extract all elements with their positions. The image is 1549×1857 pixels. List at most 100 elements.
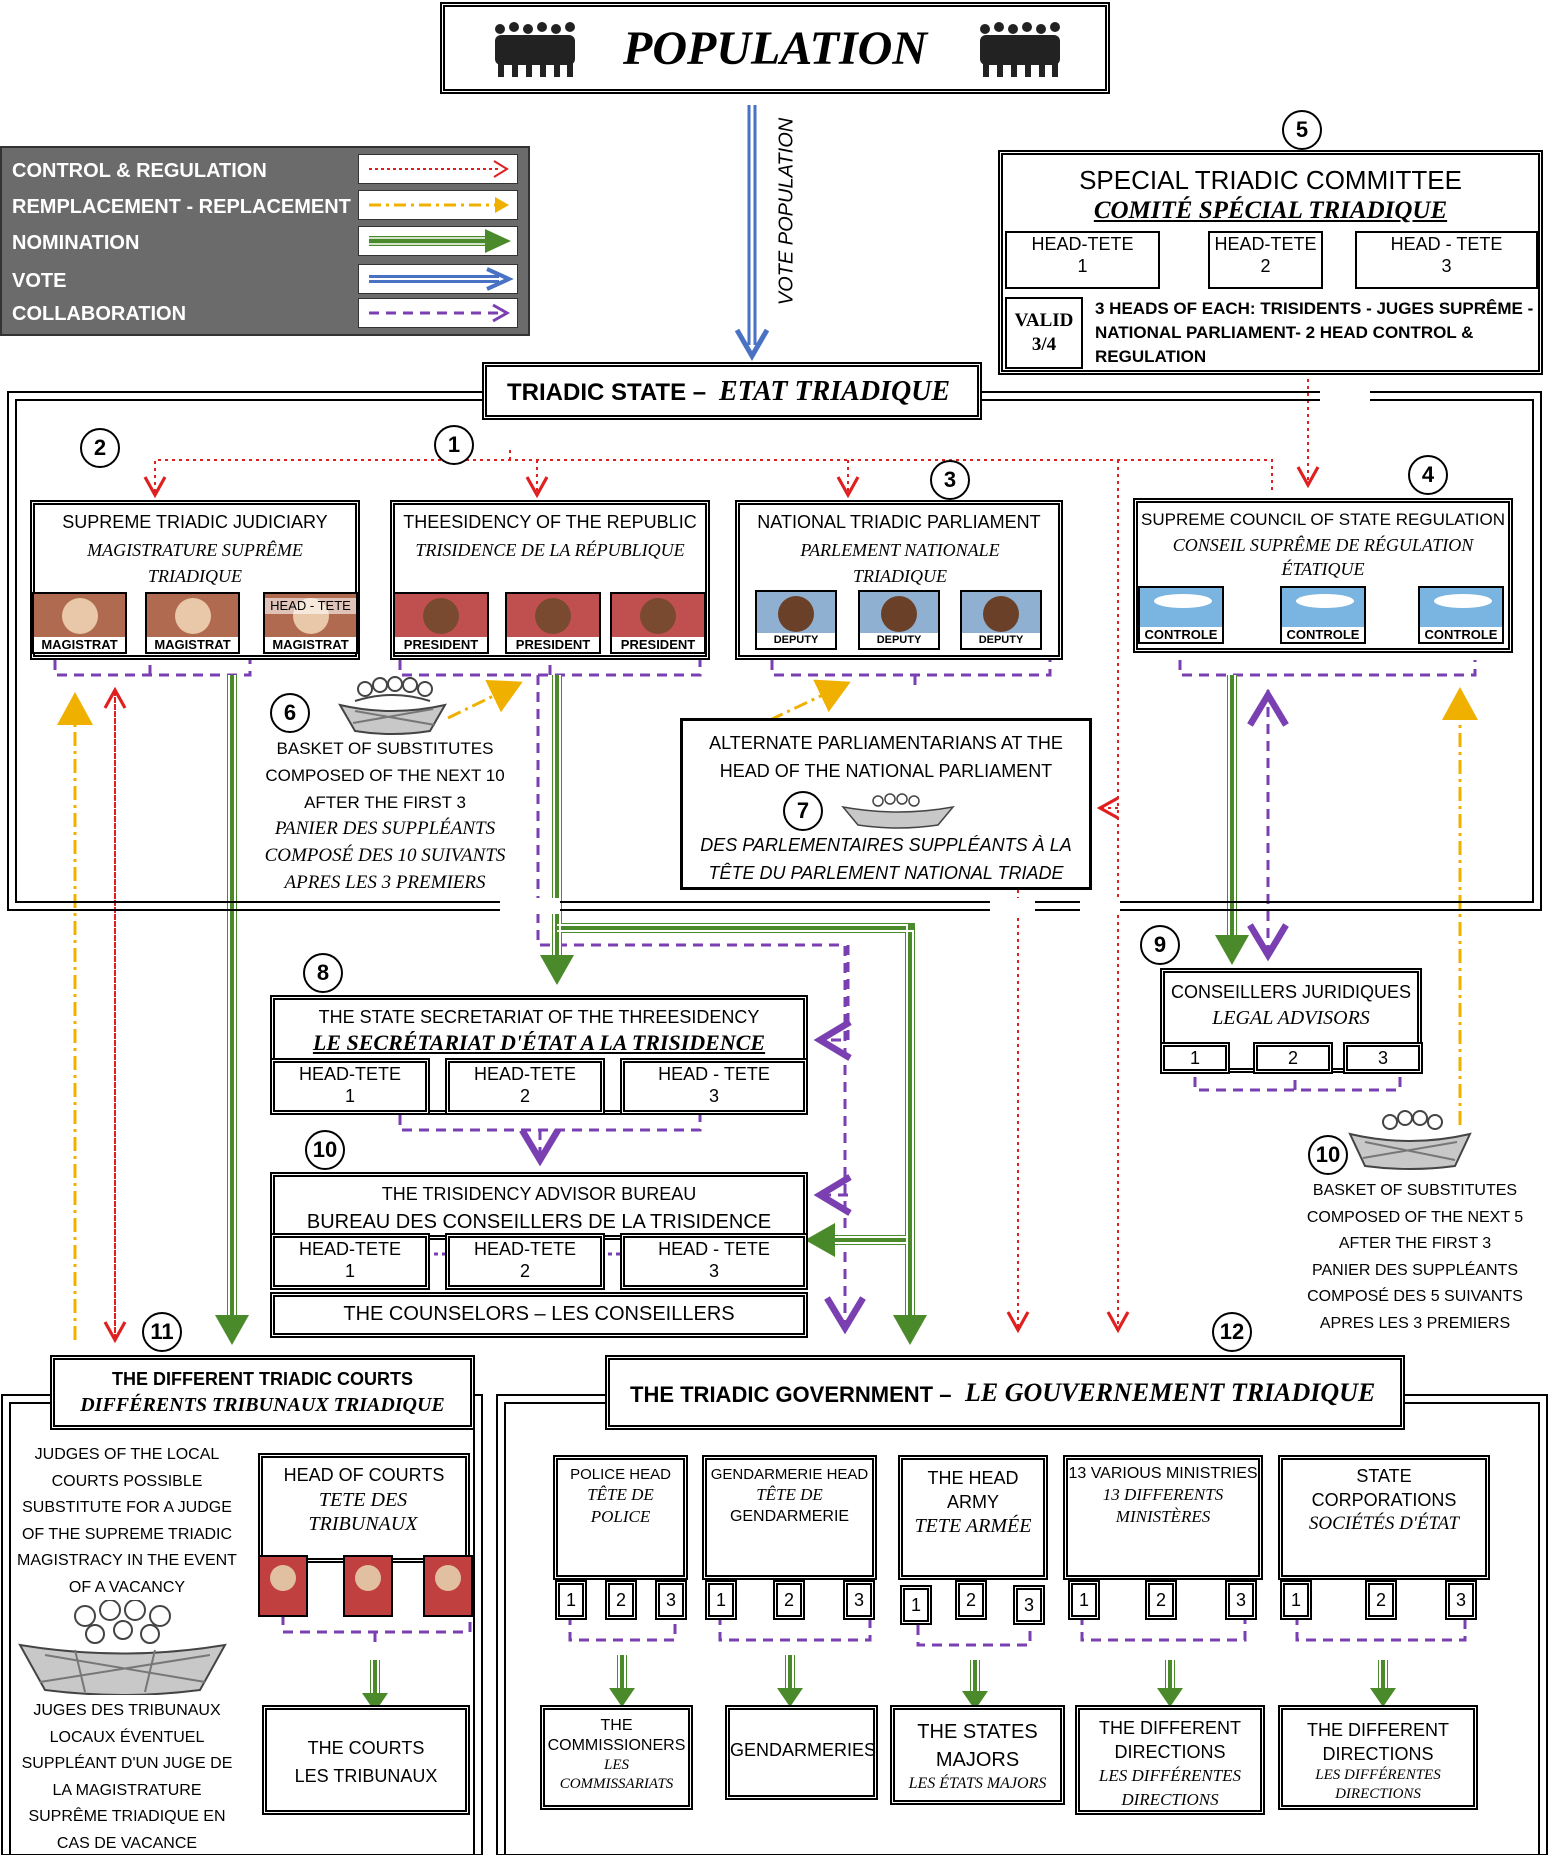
alternates-line: ALTERNATE PARLIAMENTARIANS AT THE [683, 729, 1089, 757]
output-line: THE STATES [895, 1718, 1060, 1746]
legend-swatch-control [358, 154, 518, 184]
advisor-bureau: THE TRISIDENCY ADVISOR BUREAU BUREAU DES… [270, 1172, 808, 1240]
basket-line: APRES LES 3 PREMIERS [1290, 1311, 1540, 1338]
text-line: OF THE SUPREME TRIADIC [12, 1522, 242, 1549]
unit-slot: 1 [555, 1580, 587, 1620]
head-number: 1 [1007, 255, 1158, 277]
parliament-title-fr: PARLEMENT NATIONALE TRIADIQUE [760, 537, 1040, 589]
unit-slot: 1 [1068, 1580, 1100, 1620]
controle-photo: CONTROLE [1418, 586, 1504, 644]
head-of-courts: HEAD OF COURTS TETE DES TRIBUNAUX [258, 1453, 470, 1563]
president-photo: PRESIDENT [393, 592, 489, 654]
output-line: DIRECTIONS [1283, 1742, 1473, 1766]
gendarmerie-head: GENDARMERIE HEAD TÊTE DE GENDARMERIE [702, 1455, 877, 1580]
president-label: PRESIDENT [507, 637, 599, 652]
text-line: COURTS POSSIBLE [12, 1469, 242, 1496]
text-line: JUDGES OF THE LOCAL [12, 1442, 242, 1469]
text-line: CAS DE VACANCE [12, 1831, 242, 1857]
output-line: MAJORS [895, 1746, 1060, 1774]
commissioners-box: THE COMMISSIONERS LES COMMISSARIATS [540, 1705, 693, 1810]
output-line: DIRECTIONS [1080, 1788, 1260, 1812]
basket-icon [1345, 1108, 1475, 1170]
head-number: 3 [625, 1085, 803, 1107]
presidency-title-fr: TRISIDENCE DE LA RÉPUBLIQUE [415, 537, 685, 563]
basket6-en: BASKET OF SUBSTITUTES COMPOSED OF THE NE… [240, 735, 530, 816]
unit-title-fr: POLICE [558, 1506, 683, 1528]
government-title-en: THE TRIADIC GOVERNMENT – [630, 1382, 951, 1408]
alternates-line: HEAD OF THE NATIONAL PARLIAMENT [683, 757, 1089, 785]
states-majors-box: THE STATES MAJORS LES ÉTATS MAJORS [890, 1705, 1065, 1805]
basket-line: APRES LES 3 PREMIERS [240, 869, 530, 896]
courts-title-fr: DIFFÉRENTS TRIBUNAUX TRIADIQUE [55, 1394, 470, 1417]
secretariat-title-fr: LE SECRÉTARIAT D'ÉTAT A LA TRISIDENCE [275, 1030, 803, 1056]
basket-line: COMPOSED OF THE NEXT 5 [1290, 1205, 1540, 1232]
text-line: SUPPLÉANT D'UN JUGE DE [12, 1751, 242, 1778]
unit-title-en: STATE CORPORATIONS [1283, 1464, 1485, 1512]
government-title-fr: LE GOUVERNEMENT TRIADIQUE [965, 1378, 1375, 1408]
number-badge: 12 [1212, 1312, 1252, 1352]
judge-photo [258, 1555, 308, 1617]
legend-swatch-vote [358, 264, 518, 294]
unit-slot: 1 [705, 1580, 737, 1620]
committee-title-en: SPECIAL TRIADIC COMMITTEE [1003, 165, 1538, 195]
unit-title-en: THE HEAD [903, 1466, 1043, 1490]
vote-label-wrap: VOTE POPULATION [772, 105, 802, 325]
unit-slot: 1 [900, 1585, 932, 1625]
alternates-line: TÊTE DU PARLEMENT NATIONAL TRIADE [683, 859, 1089, 887]
number-badge: 10 [1308, 1135, 1348, 1175]
directions-box: THE DIFFERENT DIRECTIONS LES DIFFÉRENTES… [1075, 1705, 1265, 1815]
legal-title-en: CONSEILLERS JURIDIQUES [1165, 981, 1417, 1003]
head-number: 3 [625, 1260, 803, 1282]
number-badge: 1 [434, 425, 474, 465]
crowd-icon [490, 19, 580, 79]
output-line: DIRECTIONS [1283, 1785, 1473, 1804]
unit-slot: 2 [955, 1580, 987, 1620]
unit-title-en: POLICE HEAD [558, 1466, 683, 1484]
police-head: POLICE HEAD TÊTE DE POLICE [553, 1455, 688, 1580]
triadic-courts-title: THE DIFFERENT TRIADIC COURTS DIFFÉRENTS … [50, 1355, 475, 1430]
magistrat-label: MAGISTRAT [265, 637, 356, 652]
number-badge: 7 [783, 791, 823, 831]
committee-title-fr: COMITÉ SPÉCIAL TRIADIQUE [1003, 197, 1538, 225]
unit-slot: 2 [773, 1580, 805, 1620]
unit-title-en: ARMY [903, 1490, 1043, 1514]
local-judges-fr: JUGES DES TRIBUNAUX LOCAUX ÉVENTUEL SUPP… [12, 1698, 242, 1857]
unit-slot: 3 [1445, 1580, 1477, 1620]
output-line: COMMISSIONERS [545, 1736, 688, 1756]
legend-label: VOTE [12, 270, 66, 293]
legend-swatch-replacement [358, 190, 518, 220]
head-label: HEAD-TETE [450, 1063, 600, 1085]
controle-label: CONTROLE [1282, 627, 1364, 642]
basket6-fr: PANIER DES SUPPLÉANTS COMPOSÉ DES 10 SUI… [240, 815, 530, 896]
courts-fr: LES TRIBUNAUX [267, 1762, 465, 1790]
state-title-box: TRIADIC STATE – ETAT TRIADIQUE [482, 362, 982, 420]
magistrat-label: MAGISTRAT [147, 637, 238, 652]
legal-advisor-slot: 1 [1160, 1042, 1230, 1074]
output-line: COMMISSARIATS [545, 1775, 688, 1794]
courts-en: THE COURTS [267, 1734, 465, 1762]
judiciary-title-en: SUPREME TRIADIC JUDICIARY [35, 511, 355, 533]
number-badge: 9 [1140, 925, 1180, 965]
head-number: 2 [450, 1085, 600, 1107]
output-line: LES DIFFÉRENTES [1283, 1766, 1473, 1785]
population-title: POPULATION [595, 21, 955, 77]
basket-line: COMPOSÉ DES 10 SUIVANTS [240, 842, 530, 869]
basket-icon [838, 793, 958, 829]
text-line: SUPRÊME TRIADIQUE EN [12, 1804, 242, 1831]
eagle-icon [1296, 594, 1354, 608]
output-line: DIRECTIONS [1080, 1740, 1260, 1764]
valid-label: VALID [1007, 309, 1081, 333]
basket-icon [15, 1600, 230, 1695]
deputy-label: DEPUTY [757, 633, 835, 648]
text-line: JUGES DES TRIBUNAUX [12, 1698, 242, 1725]
president-label: PRESIDENT [395, 637, 487, 652]
controle-label: CONTROLE [1140, 627, 1222, 642]
text-line: SUBSTITUTE FOR A JUDGE [12, 1495, 242, 1522]
controle-photo: CONTROLE [1138, 586, 1224, 644]
head-label: HEAD-TETE [1210, 233, 1321, 255]
unit-slot: 2 [1145, 1580, 1177, 1620]
committee-head: HEAD-TETE 2 [1208, 231, 1323, 289]
eagle-icon [1434, 594, 1492, 608]
